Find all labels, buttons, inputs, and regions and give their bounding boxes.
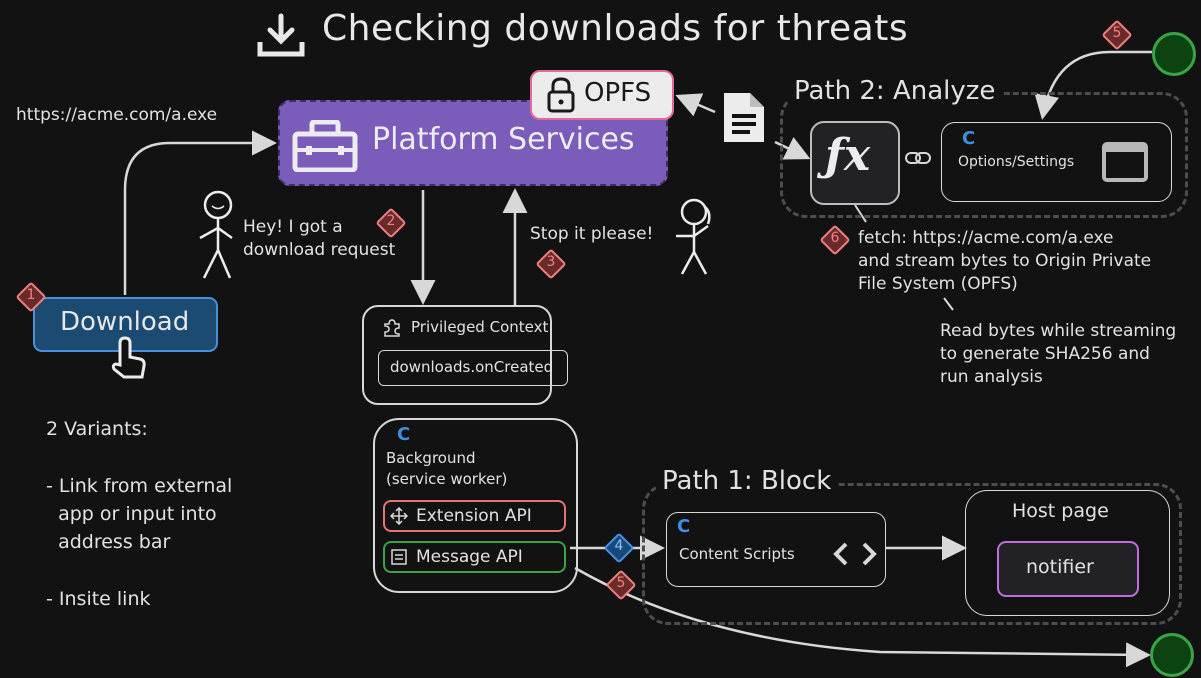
c-icon: C xyxy=(962,128,976,149)
step-badge-5-bottom-label: 5 xyxy=(616,575,626,591)
document-icon xyxy=(724,93,764,142)
code-brackets-icon xyxy=(833,542,877,566)
opfs-label: OPFS xyxy=(584,78,652,108)
arrow-end-to-options xyxy=(1034,50,1152,120)
step-badge-1-label: 1 xyxy=(26,287,36,303)
host-page-label: Host page xyxy=(1012,500,1109,522)
speech-right: Stop it please! xyxy=(530,224,654,244)
line-fx-to-note xyxy=(854,204,867,223)
host-page-box[interactable] xyxy=(965,490,1170,616)
line-note-to-read xyxy=(943,297,954,311)
stick-figure-icon xyxy=(199,190,233,279)
privileged-context-box[interactable] xyxy=(362,305,552,405)
download-button-label: Download xyxy=(60,307,190,337)
path1-title: Path 1: Block xyxy=(656,466,838,496)
downloads-oncreated-box[interactable] xyxy=(378,350,568,386)
arrow-doc-to-opfs xyxy=(675,93,716,117)
background-label: Background (service worker) xyxy=(386,449,508,488)
message-icon xyxy=(391,549,407,565)
variant-item: - Link from external app or input into a… xyxy=(46,475,233,553)
extension-api-label: Extension API xyxy=(416,506,532,526)
speech-left: Hey! I got a download request xyxy=(243,217,396,260)
background-box[interactable] xyxy=(373,418,578,593)
pointer-hand-icon xyxy=(111,336,146,379)
fetch-note: fetch: https://acme.com/a.exe and stream… xyxy=(858,228,1152,294)
options-settings-label: Options/Settings xyxy=(958,154,1075,170)
step-badge-2-label: 2 xyxy=(386,213,396,229)
arrow-download-to-platform xyxy=(123,130,277,295)
c-icon: C xyxy=(677,516,691,537)
c-icon: C xyxy=(397,424,411,445)
read-note: Read bytes while streaming to generate S… xyxy=(940,321,1177,387)
stick-figure-ponytail-icon xyxy=(676,198,711,275)
download-icon xyxy=(257,13,305,57)
step-badge-5-top-label: 5 xyxy=(1112,25,1122,41)
content-scripts-label: Content Scripts xyxy=(679,545,795,563)
step-badge-4-label: 4 xyxy=(614,538,624,554)
notifier-label: notifier xyxy=(1026,556,1094,578)
puzzle-icon xyxy=(384,319,400,337)
variants-heading: 2 Variants: xyxy=(46,418,148,440)
path1-group xyxy=(642,483,1182,625)
page-title: Checking downloads for threats xyxy=(322,8,909,49)
downloads-oncreated-label: downloads.onCreated xyxy=(390,358,554,376)
options-settings-box[interactable] xyxy=(941,122,1172,202)
fx-box[interactable] xyxy=(810,121,900,205)
url-label: https://acme.com/a.exe xyxy=(16,105,218,125)
end-circle-bottom xyxy=(1150,633,1194,677)
message-api-box[interactable] xyxy=(383,541,566,573)
end-circle-top xyxy=(1152,32,1196,76)
extension-api-box[interactable] xyxy=(383,500,566,532)
variant-item: - Insite link xyxy=(46,588,151,610)
window-icon xyxy=(1102,142,1148,182)
privileged-context-label: Privileged Context xyxy=(411,318,549,336)
step-badge-3-label: 3 xyxy=(546,254,556,270)
move-arrows-icon xyxy=(390,507,408,525)
lock-icon xyxy=(547,77,575,113)
path2-title: Path 2: Analyze xyxy=(788,76,1002,106)
message-api-label: Message API xyxy=(416,547,523,567)
content-scripts-box[interactable] xyxy=(666,512,886,587)
opfs-box[interactable] xyxy=(530,70,674,120)
platform-services-label: Platform Services xyxy=(372,122,635,157)
fx-icon: ƒx xyxy=(825,130,871,181)
toolbox-icon xyxy=(292,120,358,172)
notifier-box[interactable] xyxy=(997,541,1139,597)
step-badge-6-label: 6 xyxy=(830,230,840,246)
link-icon xyxy=(905,152,931,164)
